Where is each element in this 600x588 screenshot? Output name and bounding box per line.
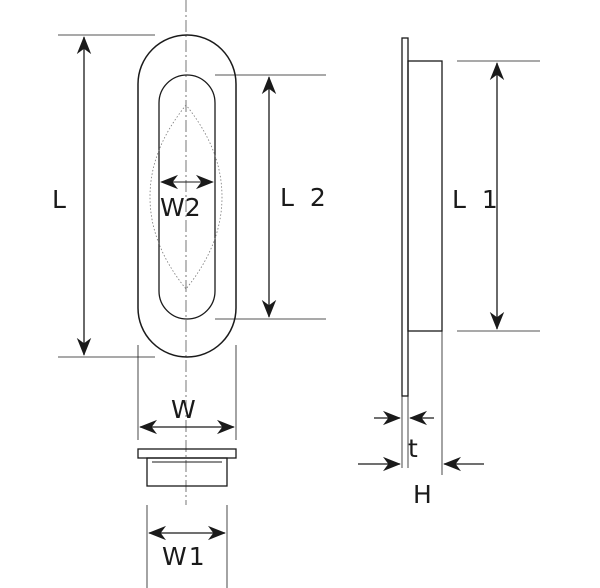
- profile-body: [146, 457, 228, 487]
- side-plate: [401, 37, 409, 397]
- outer-flange-outline: [137, 34, 237, 358]
- inner-recess-outline: [158, 74, 216, 320]
- label-L1: L 1: [452, 185, 502, 214]
- label-H: H: [413, 480, 436, 509]
- front-view: L L 2 W2 W W1: [52, 0, 330, 588]
- side-view: L 1 t H: [358, 37, 540, 509]
- side-body: [407, 60, 443, 332]
- label-W2: W2: [160, 193, 201, 222]
- profile-flange: [137, 448, 237, 459]
- label-L: L: [52, 185, 70, 214]
- label-W1: W1: [162, 542, 207, 571]
- label-t: t: [408, 434, 422, 463]
- label-L2: L 2: [280, 183, 330, 212]
- label-W: W: [171, 395, 200, 424]
